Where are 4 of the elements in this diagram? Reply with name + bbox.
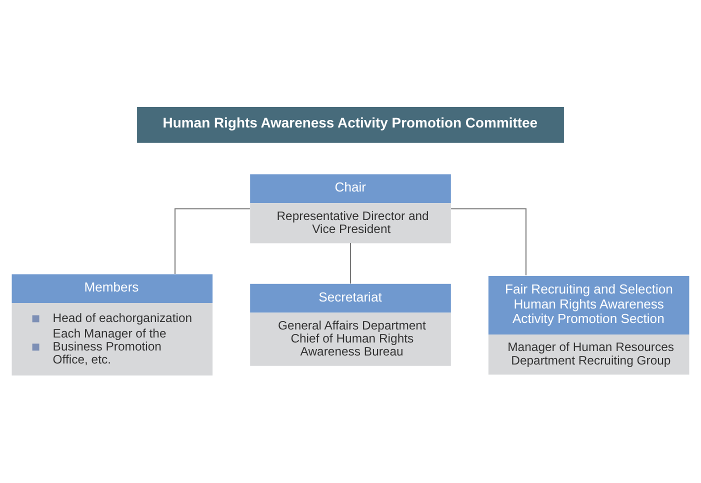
diagram-title: Human Rights Awareness Activity Promotion Committee — [162, 114, 538, 130]
connector — [451, 208, 526, 276]
connector — [174, 208, 250, 274]
connector — [350, 242, 352, 284]
